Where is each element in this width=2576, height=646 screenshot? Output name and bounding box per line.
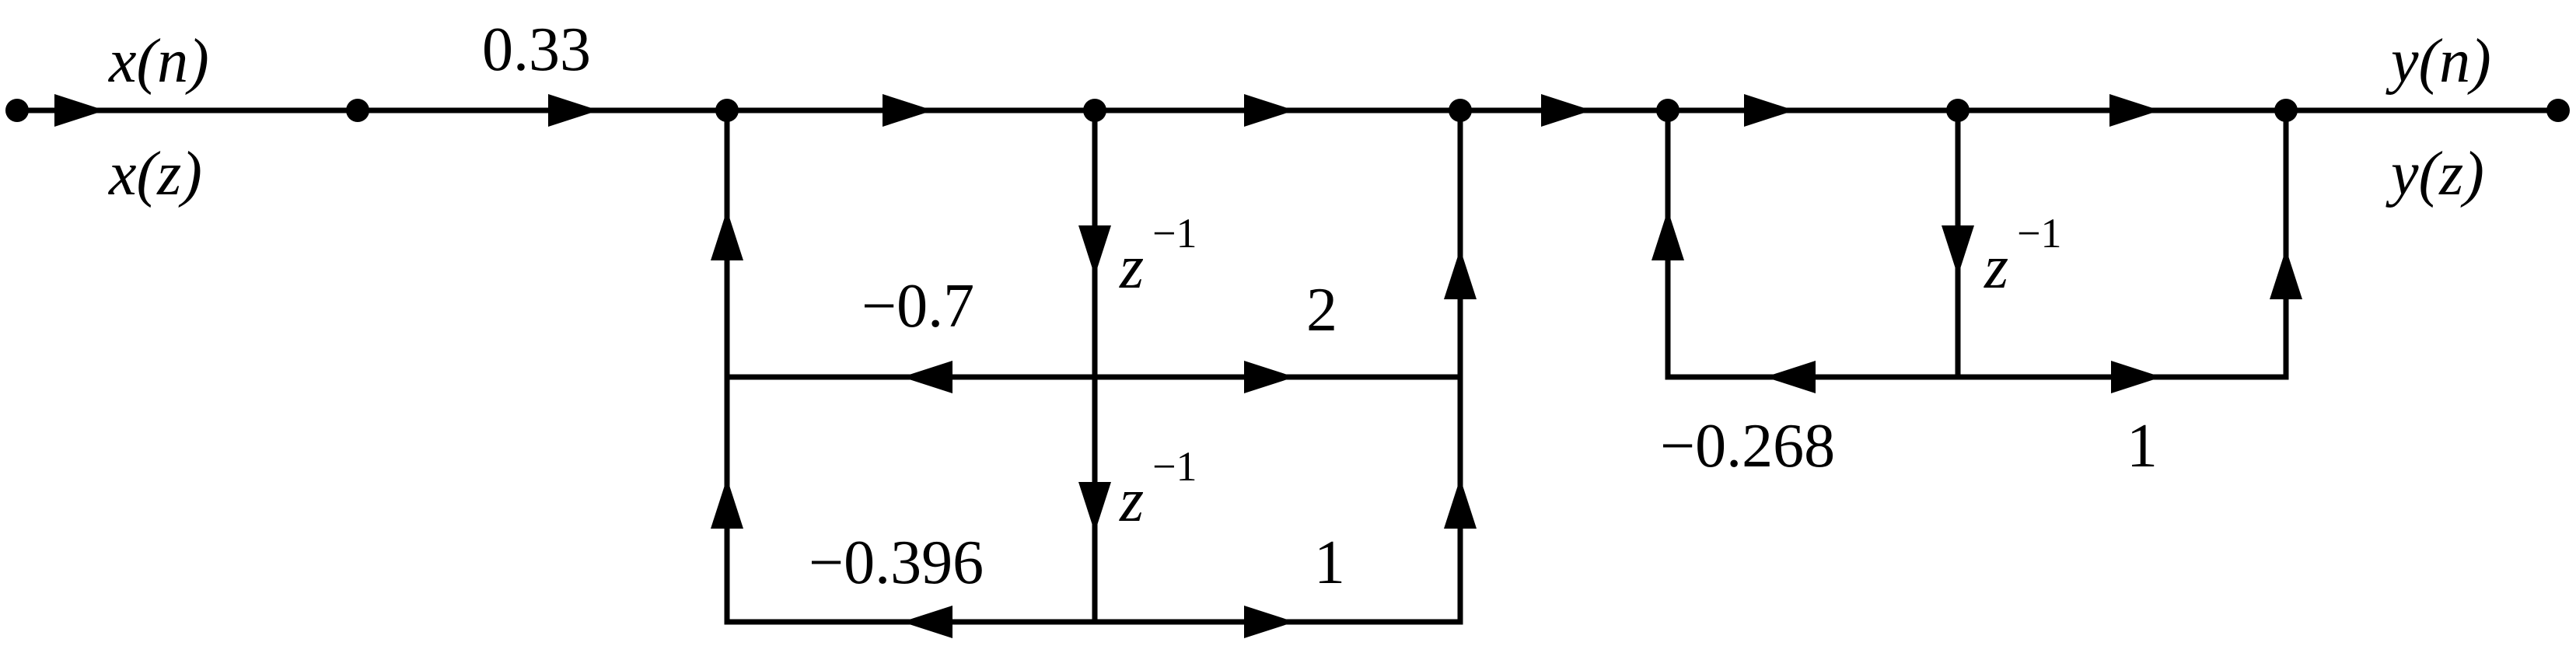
node-s1-delay xyxy=(1083,99,1106,122)
s1-delay-top-label: z xyxy=(1119,233,1144,302)
output-z-label: y(z) xyxy=(2386,140,2484,208)
arrow-s1-a2 xyxy=(902,606,952,638)
arrow-s1-b1 xyxy=(1244,361,1295,393)
s1-a1-label: −0.7 xyxy=(862,272,974,340)
s1-delay-top-exp: −1 xyxy=(1152,210,1197,257)
arrow-gain xyxy=(548,94,599,127)
arrow-s1-left-up-2 xyxy=(711,478,743,529)
arrow-main-2 xyxy=(1244,94,1295,127)
node-s1-out xyxy=(1449,99,1472,122)
node-s1-in xyxy=(715,99,739,122)
node-s2-delay xyxy=(1946,99,1970,122)
node-output xyxy=(2546,99,2570,122)
s1-delay-bottom-label: z xyxy=(1119,466,1144,535)
arrow-s1-a1 xyxy=(902,361,952,393)
arrow-input xyxy=(54,94,105,127)
input-time-label: x(n) xyxy=(108,27,209,96)
arrow-s2-a1 xyxy=(1765,361,1816,393)
node-s2-out xyxy=(2274,99,2298,122)
s2-delay-label: z xyxy=(1984,233,2008,302)
arrow-main-3 xyxy=(1541,94,1592,127)
arrow-s1-delay-down-1 xyxy=(1078,225,1111,276)
s2-a1-label: −0.268 xyxy=(1660,412,1835,480)
s2-delay-exp: −1 xyxy=(2017,210,2061,257)
arrow-main-4 xyxy=(1744,94,1795,127)
arrow-s2-b1 xyxy=(2111,361,2162,393)
s1-b1-label: 2 xyxy=(1306,276,1337,344)
input-z-label: x(z) xyxy=(108,140,202,208)
arrow-main-1 xyxy=(883,94,933,127)
arrow-s1-b2 xyxy=(1244,606,1295,638)
node-s2-in xyxy=(1656,99,1679,122)
s1-a2-label: −0.396 xyxy=(809,529,984,597)
arrow-s2-right-up xyxy=(2270,249,2302,299)
arrow-s1-delay-down-2 xyxy=(1078,482,1111,533)
arrow-s1-right-up-1 xyxy=(1444,249,1477,299)
s1-delay-bottom-exp: −1 xyxy=(1152,443,1197,490)
node-gain xyxy=(346,99,369,122)
arrow-s2-left-up xyxy=(1652,210,1684,260)
arrow-s2-delay-down xyxy=(1942,225,1974,276)
arrow-s1-right-up-2 xyxy=(1444,478,1477,529)
s1-b2-label: 1 xyxy=(1314,529,1345,597)
node-input xyxy=(5,99,29,122)
gain-label: 0.33 xyxy=(482,16,591,84)
arrow-main-5 xyxy=(2109,94,2160,127)
output-time-label: y(n) xyxy=(2386,27,2491,96)
arrow-s1-left-up-1 xyxy=(711,210,743,260)
s2-b1-label: 1 xyxy=(2127,412,2158,480)
